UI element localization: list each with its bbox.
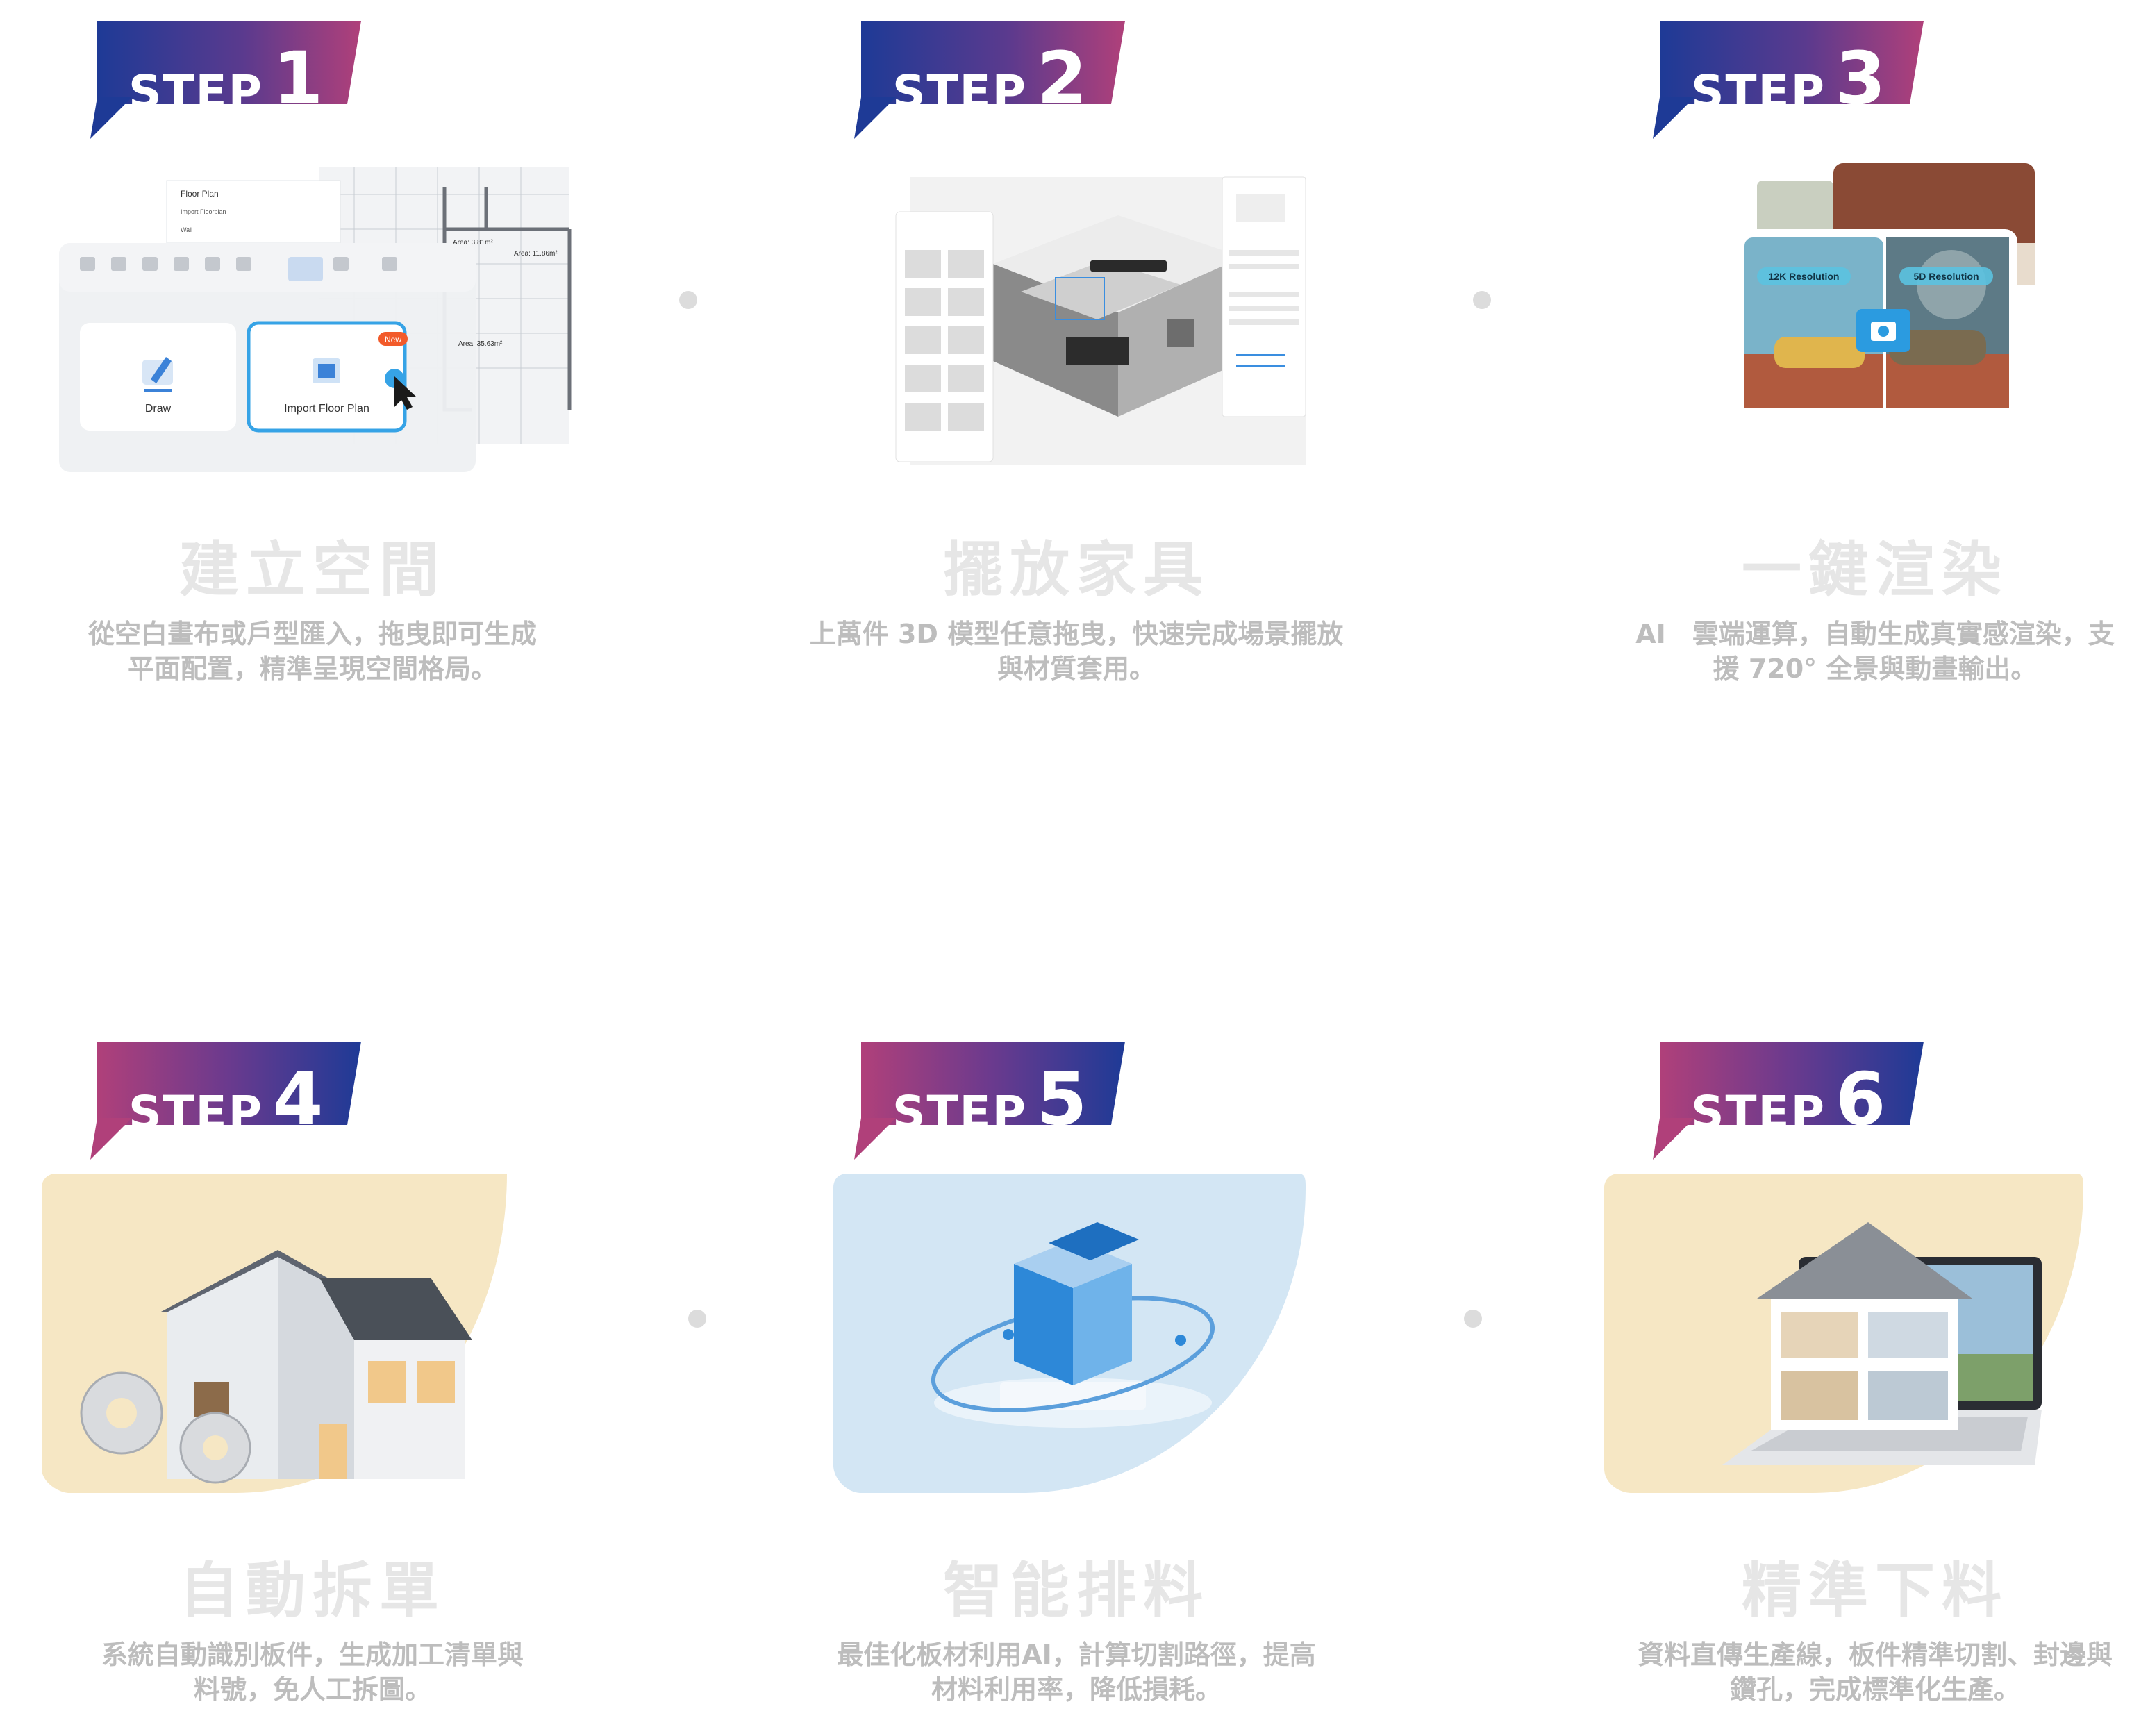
step-label: STEP (1691, 1086, 1826, 1140)
step-description-line: 系統自動識別板件，生成加工清單與 (101, 1639, 524, 1670)
area-label: Area: 35.63m² (458, 340, 503, 348)
step-connector-dot (679, 291, 697, 309)
step-description-line: 料號，免人工拆圖。 (193, 1674, 431, 1705)
step-description-line: 平面配置，精準呈現空間格局。 (127, 653, 497, 684)
area-label: Area: 11.86m² (514, 250, 558, 258)
step-title: 自動拆單 (179, 1556, 446, 1626)
step-description: 最佳化板材利用AI，計算切割路徑，提高 材料利用率，降低損耗。 (806, 1637, 1347, 1707)
menu-item-import-floorplan[interactable]: Import Floorplan (181, 208, 226, 215)
step-title: 擺放家具 (943, 535, 1210, 605)
step-description: 資料直傳生產線，板件精準切割、封邊與 鑽孔，完成標準化生產。 (1604, 1637, 2132, 1707)
step-number: 5 (1037, 1057, 1089, 1142)
import-floor-plan-button[interactable]: Import Floor Plan (284, 403, 369, 415)
draw-button[interactable]: Draw (144, 403, 172, 415)
step-label: STEP (128, 1086, 264, 1140)
house-and-gears-illustration (28, 1174, 597, 1493)
step-label: STEP (892, 1086, 1028, 1140)
furniture-editor-screenshot (792, 153, 1361, 472)
render-preview-image: 12K Resolution 5D Resolution (1590, 153, 2132, 472)
step-title: 建立空間 (179, 535, 446, 605)
step-description-line: 與材質套用。 (997, 653, 1156, 684)
menu-item-wall[interactable]: Wall (181, 226, 193, 233)
step-number: 6 (1835, 1057, 1888, 1142)
ai-cubes-illustration (792, 1174, 1361, 1493)
new-badge: New (385, 335, 401, 344)
step-description-line: 最佳化板材利用AI，計算切割路徑，提高 (837, 1639, 1316, 1670)
floor-plan-menu-title: Floor Plan (181, 189, 219, 199)
step-description: AI 雲端運算，自動生成真實感渲染，支 援 720° 全景與動畫輸出。 (1604, 617, 2132, 686)
step-description-line: 材料利用率，降低損耗。 (931, 1674, 1222, 1705)
step-description-line: 援 720° 全景與動畫輸出。 (1713, 653, 2038, 684)
resolution-label-12k: 12K Resolution (1768, 271, 1840, 282)
step-number: 1 (273, 36, 325, 121)
step-title: 精準下料 (1742, 1556, 2008, 1626)
laptop-house-illustration (1590, 1174, 2132, 1493)
step-description: 上萬件 3D 模型任意拖曳，快速完成場景擺放 與材質套用。 (806, 617, 1347, 686)
step-title: 一鍵渲染 (1742, 535, 2008, 605)
floor-plan-ui-screenshot: New Floor Plan Import Floorplan Wall Are… (28, 153, 597, 472)
step-number: 4 (273, 1057, 325, 1142)
step-label: STEP (892, 65, 1028, 119)
step-description-line: 鑽孔，完成標準化生產。 (1729, 1674, 2020, 1705)
step-connector-dot (688, 1310, 706, 1328)
step-connector-dot (1464, 1310, 1482, 1328)
step-description-line: 從空白畫布或戶型匯入，拖曳即可生成 (88, 619, 537, 649)
step-description-line: 上萬件 3D 模型任意拖曳，快速完成場景擺放 (809, 619, 1344, 649)
step-title: 智能排料 (943, 1556, 1210, 1626)
step-description-line: AI 雲端運算，自動生成真實感渲染，支 (1635, 619, 2115, 649)
step-connector-dot (1473, 291, 1491, 309)
step-description: 從空白畫布或戶型匯入，拖曳即可生成 平面配置，精準呈現空間格局。 (42, 617, 583, 686)
step-number: 3 (1835, 36, 1888, 121)
step-number: 2 (1037, 36, 1089, 121)
step-description: 系統自動識別板件，生成加工清單與 料號，免人工拆圖。 (42, 1637, 583, 1707)
step-description-line: 資料直傳生產線，板件精準切割、封邊與 (1637, 1639, 2113, 1670)
step-label: STEP (128, 65, 264, 119)
step-label: STEP (1691, 65, 1826, 119)
resolution-label-5d: 5D Resolution (1913, 271, 1979, 282)
area-label: Area: 3.81m² (453, 239, 493, 247)
